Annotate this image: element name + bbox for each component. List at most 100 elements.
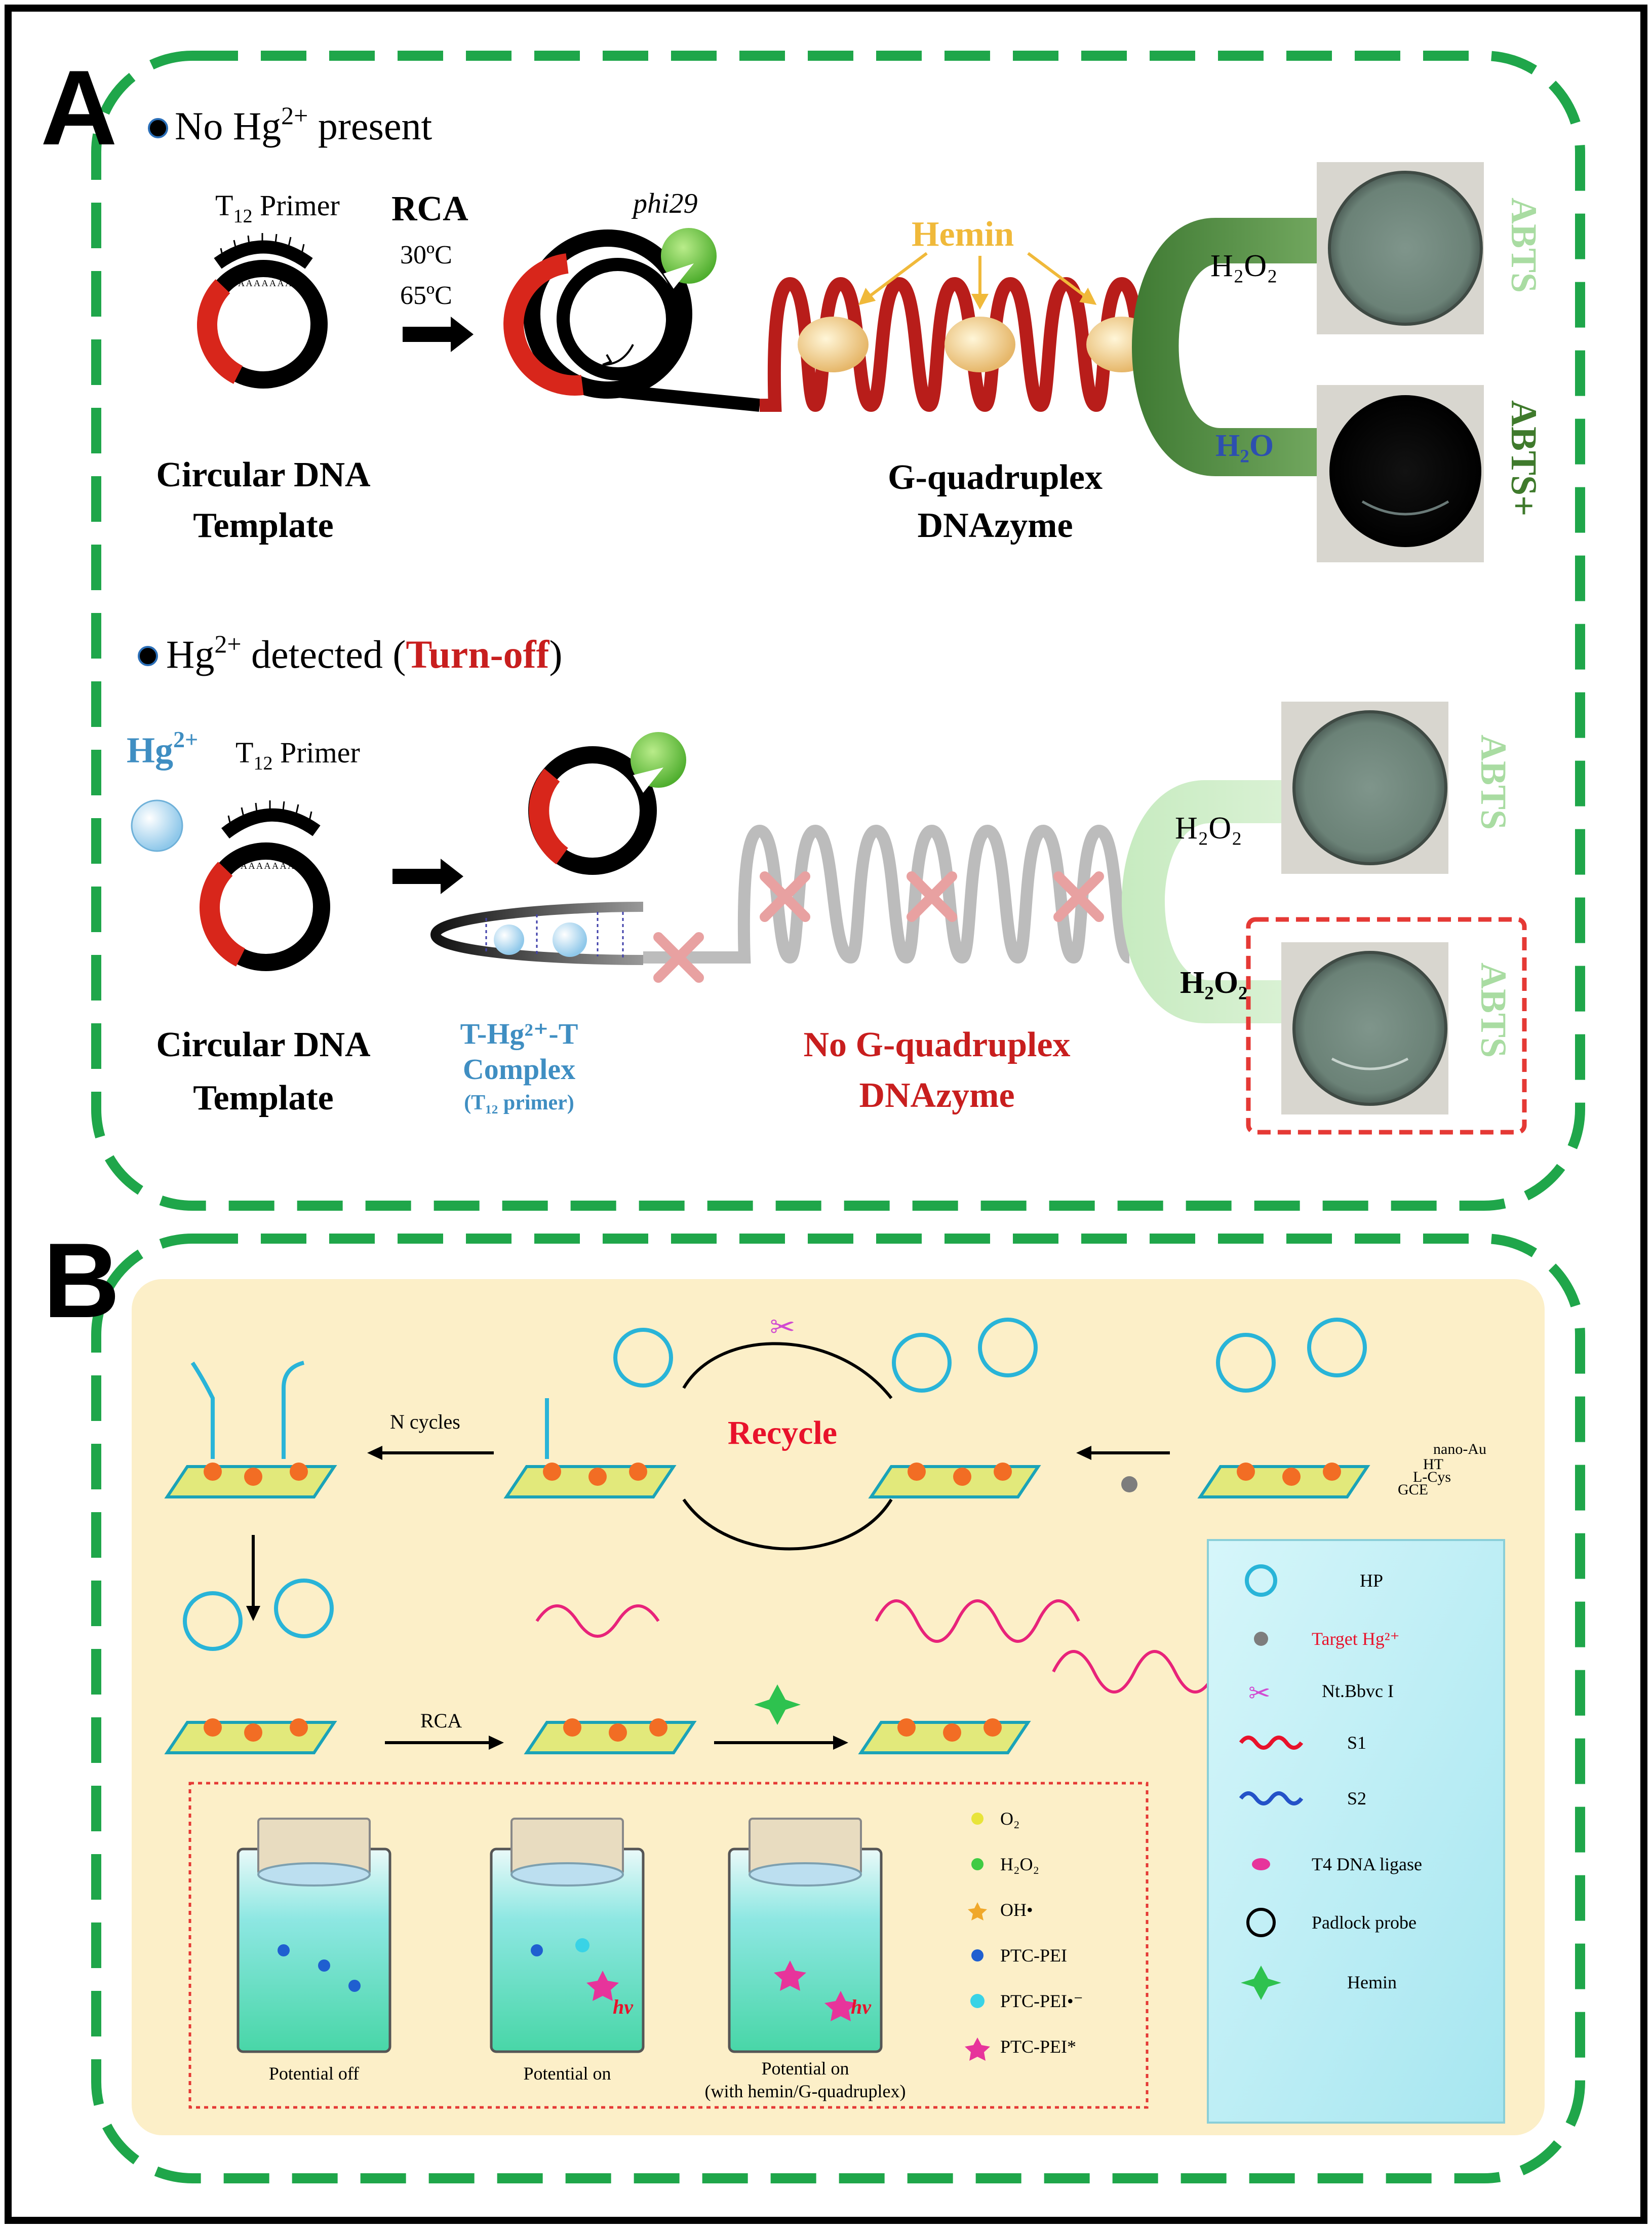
legend-label: Hemin bbox=[1347, 1972, 1397, 1992]
circular-template-1: A A A A A A A A bbox=[197, 233, 328, 389]
gq-label-1b: DNAzyme bbox=[917, 506, 1073, 545]
legend-label: Target Hg²⁺ bbox=[1312, 1629, 1400, 1649]
cell-on-hemin-label: Potential on bbox=[762, 2058, 849, 2079]
hv-label: hv bbox=[851, 1995, 872, 2018]
template-with-enzyme bbox=[528, 732, 686, 875]
legend-label: Nt.Bbvc I bbox=[1322, 1681, 1394, 1701]
rca-label: RCA bbox=[391, 189, 468, 228]
step-arrowhead bbox=[1076, 1446, 1091, 1460]
h2o2-label-2b: H₂O₂ bbox=[1180, 966, 1248, 1000]
well-abts-plus bbox=[1317, 385, 1484, 562]
recycle-arrow-bottom bbox=[682, 1498, 893, 1551]
hg-target-icon bbox=[1121, 1476, 1137, 1492]
layer-label: L-Cys bbox=[1413, 1469, 1451, 1485]
layer-label: nano-Au bbox=[1433, 1441, 1486, 1457]
cell-off bbox=[237, 1818, 391, 2053]
ecl-cells-box bbox=[188, 1782, 1149, 2109]
phi29-label: phi29 bbox=[631, 188, 698, 219]
species-label: PTC-PEI* bbox=[1000, 2036, 1076, 2057]
complex-label-c: (T₁₂ primer) bbox=[464, 1091, 574, 1114]
cross-icon bbox=[760, 871, 810, 922]
primer-label-2: T12 Primer bbox=[235, 736, 360, 774]
template-label-1a: Circular DNA bbox=[156, 455, 371, 494]
well-abts bbox=[1317, 162, 1484, 334]
abts-plus-label: ABTS+ bbox=[1504, 400, 1544, 516]
template-label-1b: Template bbox=[193, 506, 333, 545]
highlight-box bbox=[1246, 917, 1527, 1135]
hg-ion-icon bbox=[131, 799, 183, 852]
rca-arrow bbox=[403, 317, 474, 352]
cell-on-hemin bbox=[728, 1818, 883, 2053]
species-label: PTC-PEI•⁻ bbox=[1000, 1991, 1083, 2011]
temp-30: 30ºC bbox=[400, 241, 452, 270]
species-legend: O₂ H₂O₂ OH• PTC-PEI PTC-PEI•⁻ PTC-PEI* bbox=[965, 1809, 1083, 2061]
gq-label-1a: G-quadruplex bbox=[888, 458, 1103, 497]
legend-label: Padlock probe bbox=[1312, 1912, 1417, 1933]
heading-no-hg: No Hg2+ present bbox=[175, 101, 432, 148]
no-gq-label-b: DNAzyme bbox=[859, 1076, 1014, 1115]
h2o-label-1: H₂O bbox=[1215, 429, 1274, 463]
template-label-2b: Template bbox=[193, 1079, 333, 1118]
no-gq-label-a: No G-quadruplex bbox=[803, 1025, 1070, 1064]
s1-icon bbox=[1239, 1736, 1304, 1750]
legend-label: S2 bbox=[1347, 1788, 1366, 1809]
reagent-legend: HP Target Hg²⁺ ✂ Nt.Bbvc I S1 S2 T4 DNA … bbox=[1239, 1564, 1422, 2000]
cell-off-label: Potential off bbox=[269, 2063, 359, 2084]
reaction-arrow-1 bbox=[1132, 218, 1367, 504]
template-label-2a: Circular DNA bbox=[156, 1025, 371, 1064]
rolling-circle bbox=[503, 228, 761, 412]
bullet-icon bbox=[148, 118, 168, 138]
cell-on bbox=[490, 1818, 645, 2053]
hemin-step-arrowhead bbox=[833, 1736, 848, 1750]
abts-label-2b: ABTS bbox=[1473, 963, 1514, 1058]
hg-ion-label: Hg2+ bbox=[127, 726, 198, 771]
padlock-probe-icon bbox=[1246, 1908, 1276, 1937]
ligase-icon bbox=[1252, 1858, 1270, 1870]
abts-label-2a: ABTS bbox=[1473, 735, 1514, 830]
species-label: OH• bbox=[1000, 1900, 1033, 1920]
panel-b-background bbox=[132, 1279, 1545, 2135]
cross-icon bbox=[907, 871, 957, 922]
reagent-legend-box bbox=[1207, 1539, 1505, 2124]
hemin-arrows bbox=[858, 252, 1097, 310]
t-hg-t-complex bbox=[430, 902, 644, 965]
rca-step-arrowhead bbox=[489, 1736, 504, 1750]
panel-b-border bbox=[91, 1234, 1585, 2183]
layer-labels: nano-Au HT L-Cys GCE bbox=[1398, 1441, 1486, 1498]
hemin-icon bbox=[754, 1684, 801, 1725]
down-arrowhead bbox=[246, 1606, 260, 1621]
gq-coil-inactive bbox=[643, 824, 1132, 964]
cell-on-hemin-sublabel: (with hemin/G-quadruplex) bbox=[705, 2081, 906, 2101]
primer-label: T12 Primer bbox=[215, 189, 340, 227]
panel-a-border bbox=[91, 51, 1585, 1211]
electrode-step-7 bbox=[858, 1599, 1217, 1754]
target-hg-icon bbox=[1254, 1632, 1268, 1646]
panel-b-label: B bbox=[43, 1221, 120, 1340]
electrode-step-1 bbox=[164, 1361, 337, 1498]
cross-icon bbox=[653, 932, 704, 983]
heading-hg-detected: Hg2+ detected (Turn-off) bbox=[166, 630, 563, 676]
layer-label: GCE bbox=[1398, 1481, 1428, 1498]
hv-label: hv bbox=[613, 1995, 634, 2018]
recycle-arrow-top bbox=[682, 1342, 893, 1399]
rca-step-label: RCA bbox=[420, 1709, 462, 1732]
n-cycles-label: N cycles bbox=[390, 1410, 460, 1433]
bullet-icon bbox=[138, 646, 158, 666]
legend-label: T4 DNA ligase bbox=[1312, 1854, 1422, 1874]
outer-frame bbox=[5, 5, 1647, 2224]
complex-label-a: T-Hg²⁺-T bbox=[460, 1017, 578, 1050]
circular-template-2: A A A A A A A A bbox=[200, 800, 330, 971]
species-label: H₂O₂ bbox=[1000, 1854, 1039, 1874]
cell-on-label: Potential on bbox=[524, 2063, 611, 2084]
cross-icon bbox=[1053, 871, 1104, 922]
complex-label-b: Complex bbox=[463, 1053, 575, 1086]
hp-icon bbox=[1245, 1564, 1277, 1597]
gq-coil-1 bbox=[760, 277, 1157, 412]
well-abts-2 bbox=[1281, 702, 1448, 874]
s2-icon bbox=[1239, 1791, 1304, 1805]
species-label: PTC-PEI bbox=[1000, 1945, 1067, 1966]
electrode-step-4 bbox=[1197, 1318, 1370, 1498]
well-abts-3 bbox=[1281, 942, 1448, 1114]
scissors-icon: ✂ bbox=[770, 1311, 795, 1344]
